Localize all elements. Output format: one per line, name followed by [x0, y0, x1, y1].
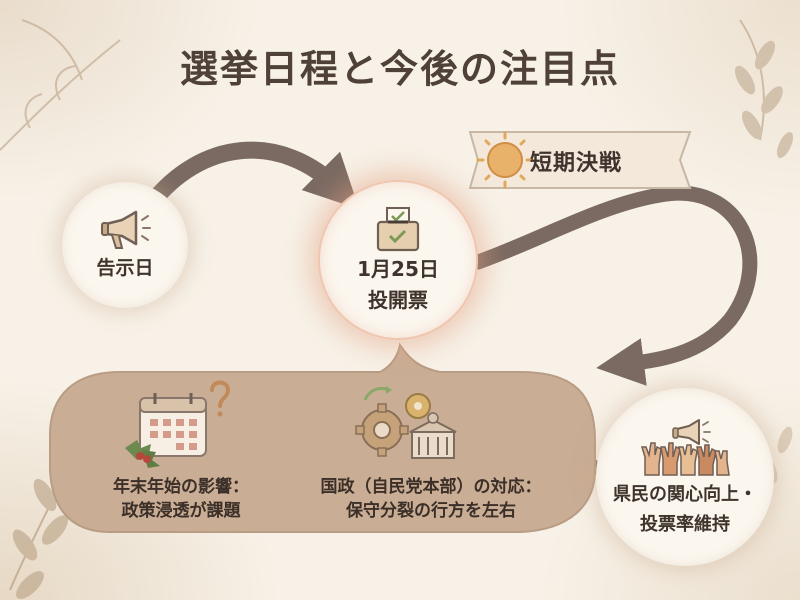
node-turnout-line2: 投票率維持	[640, 514, 730, 535]
node-turnout-line1: 県民の関心向上・	[613, 483, 757, 505]
banner-label: 短期決戦	[530, 151, 623, 176]
node-turnout: 県民の関心向上・ 投票率維持	[596, 388, 774, 566]
bubble-national-line1: 国政（自民党本部）の対応：	[320, 477, 542, 497]
megaphone-hands-icon	[640, 418, 730, 476]
sun-icon	[476, 131, 534, 189]
bubble-year-end-text: 年末年始の影響： 政策浸透が課題	[78, 476, 284, 524]
node-announcement-day: 告示日	[62, 182, 188, 308]
gears-building-icon	[355, 386, 457, 459]
node-vote-date: 1月25日	[357, 257, 439, 281]
node-vote-label: 投開票	[368, 288, 428, 312]
node-vote-day: 1月25日 投開票	[318, 180, 478, 340]
leaf-decoration-top-right	[734, 19, 794, 158]
speech-bubble	[49, 342, 596, 533]
page-title: 選挙日程と今後の注目点	[179, 47, 620, 91]
arrow-vote-to-turnout	[470, 185, 758, 386]
leaf-decoration-top-left	[0, 19, 121, 151]
node-announcement-label: 告示日	[96, 257, 154, 280]
bubble-national-line2: 保守分裂の行方を左右	[346, 500, 516, 521]
bubble-year-end-line1: 年末年始の影響：	[113, 477, 249, 497]
ballot-box-icon	[376, 207, 420, 252]
calendar-holly-icon	[125, 380, 231, 468]
megaphone-icon	[101, 210, 151, 250]
bubble-year-end-line2: 政策浸透が課題	[121, 500, 241, 521]
arrow-start-to-vote	[141, 141, 360, 214]
bubble-national-politics-text: 国政（自民党本部）の対応： 保守分裂の行方を左右	[286, 476, 576, 524]
